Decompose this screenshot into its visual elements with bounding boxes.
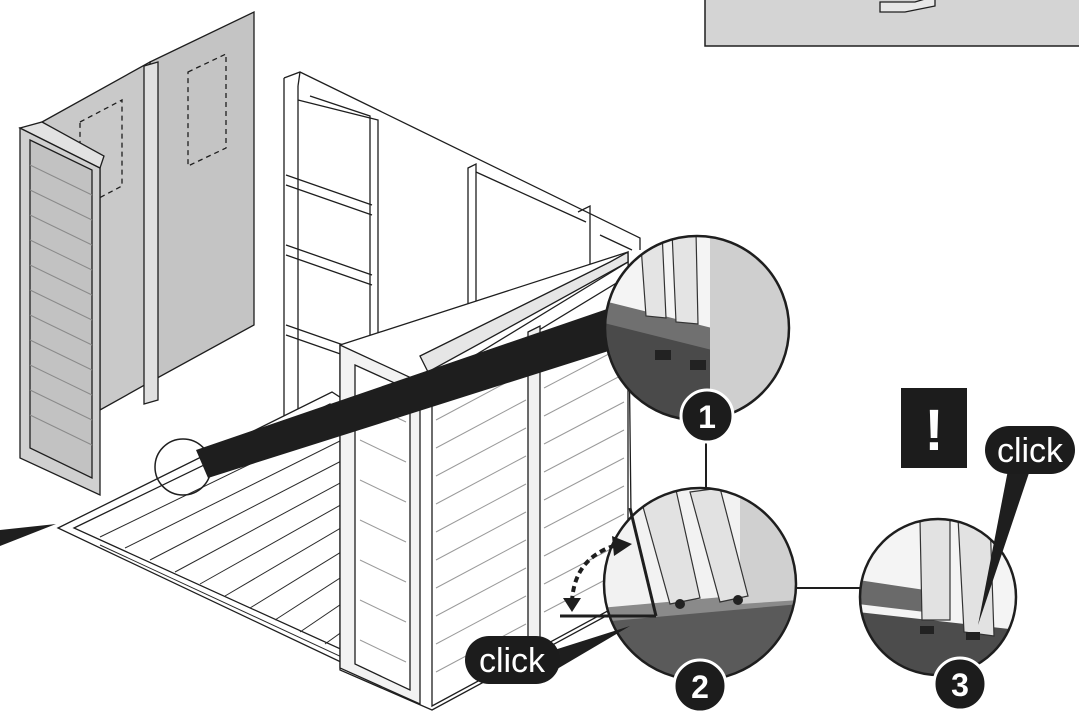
step-number-1: 1 xyxy=(698,399,716,435)
step-number-3: 3 xyxy=(951,667,969,703)
click-label-left: click xyxy=(479,642,546,680)
step-badge-1: 1 xyxy=(679,388,735,444)
step-number-2: 2 xyxy=(691,669,709,705)
click-pointer-right xyxy=(978,470,1030,625)
warning-icon: ! xyxy=(901,388,967,468)
zoom-beam-1 xyxy=(196,308,618,478)
left-panel-slats xyxy=(29,164,93,446)
step-badge-2: 2 xyxy=(672,658,728,714)
inset-box xyxy=(704,0,1079,47)
click-bubble-right: click xyxy=(985,426,1075,474)
detail-circle-3 xyxy=(858,517,1018,677)
step-badge-3: 3 xyxy=(932,656,988,712)
door-swing-arrow xyxy=(560,507,658,618)
click-bubble-left: click xyxy=(465,636,560,684)
click-label-right: click xyxy=(997,432,1064,470)
left-wall-panels xyxy=(18,10,255,497)
warning-mark: ! xyxy=(924,398,943,463)
left-edge-pointer xyxy=(0,524,56,546)
click-pointer-left xyxy=(548,626,630,672)
